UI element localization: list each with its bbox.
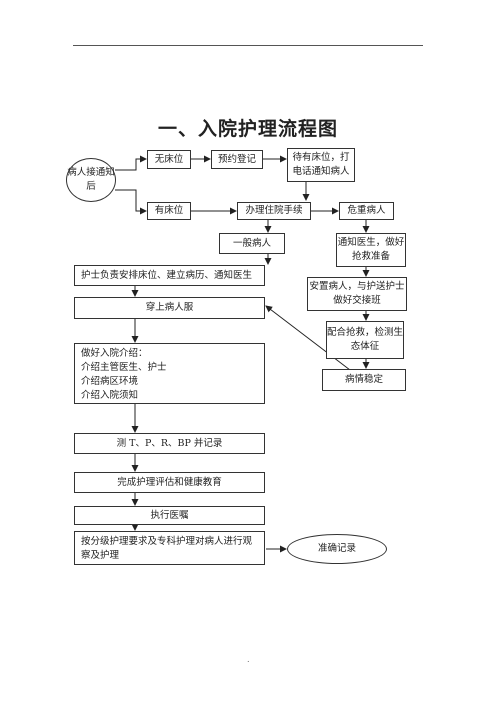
node-has-bed: 有床位: [147, 202, 191, 220]
intro-line: 介绍主管医生、护士: [81, 362, 167, 373]
arrow-stable-to-clothes: [265, 305, 351, 371]
intro-line: 介绍入院须知: [81, 390, 139, 401]
node-admission: 办理住院手续: [237, 202, 311, 220]
arrow-to-has-bed: [115, 189, 147, 215]
node-orders: 执行医嘱: [74, 506, 265, 525]
header-rule: [73, 45, 423, 46]
node-grade-care: 按分级护理要求及专科护理对病人进行观察及护理: [74, 531, 265, 565]
footer-mark: .: [247, 655, 250, 664]
arrow-to-no-bed: [115, 155, 147, 171]
node-wait-bed: 待有床位，打电话通知病人: [287, 148, 355, 182]
node-rescue: 配合抢救，检测生态体征: [326, 321, 404, 359]
node-wear-clothes: 穿上病人服: [74, 297, 265, 319]
node-general: 一般病人: [219, 233, 285, 254]
intro-line: 介绍病区环境: [81, 376, 139, 387]
intro-line: 做好入院介绍：: [81, 348, 148, 359]
node-nurse-arrange: 护士负责安排床位、建立病历、通知医生: [74, 265, 265, 286]
node-notify-doctor: 通知医生，做好抢救准备: [336, 233, 406, 267]
node-no-bed: 无床位: [147, 150, 191, 169]
node-record: 准确记录: [287, 534, 387, 564]
page-title: 一、入院护理流程图: [157, 118, 338, 140]
node-measure: 测 T、P、R、BP 并记录: [74, 433, 265, 454]
node-place-patient: 安置病人，与护送护士做好交接班: [307, 277, 407, 311]
node-stable: 病情稳定: [322, 369, 406, 391]
node-assessment: 完成护理评估和健康教育: [74, 472, 265, 493]
node-patient-notified: 病人接通知后: [66, 158, 116, 202]
node-critical: 危重病人: [339, 202, 394, 220]
node-reservation: 预约登记: [211, 150, 263, 169]
node-intro: 做好入院介绍： 介绍主管医生、护士 介绍病区环境 介绍入院须知: [74, 343, 265, 404]
